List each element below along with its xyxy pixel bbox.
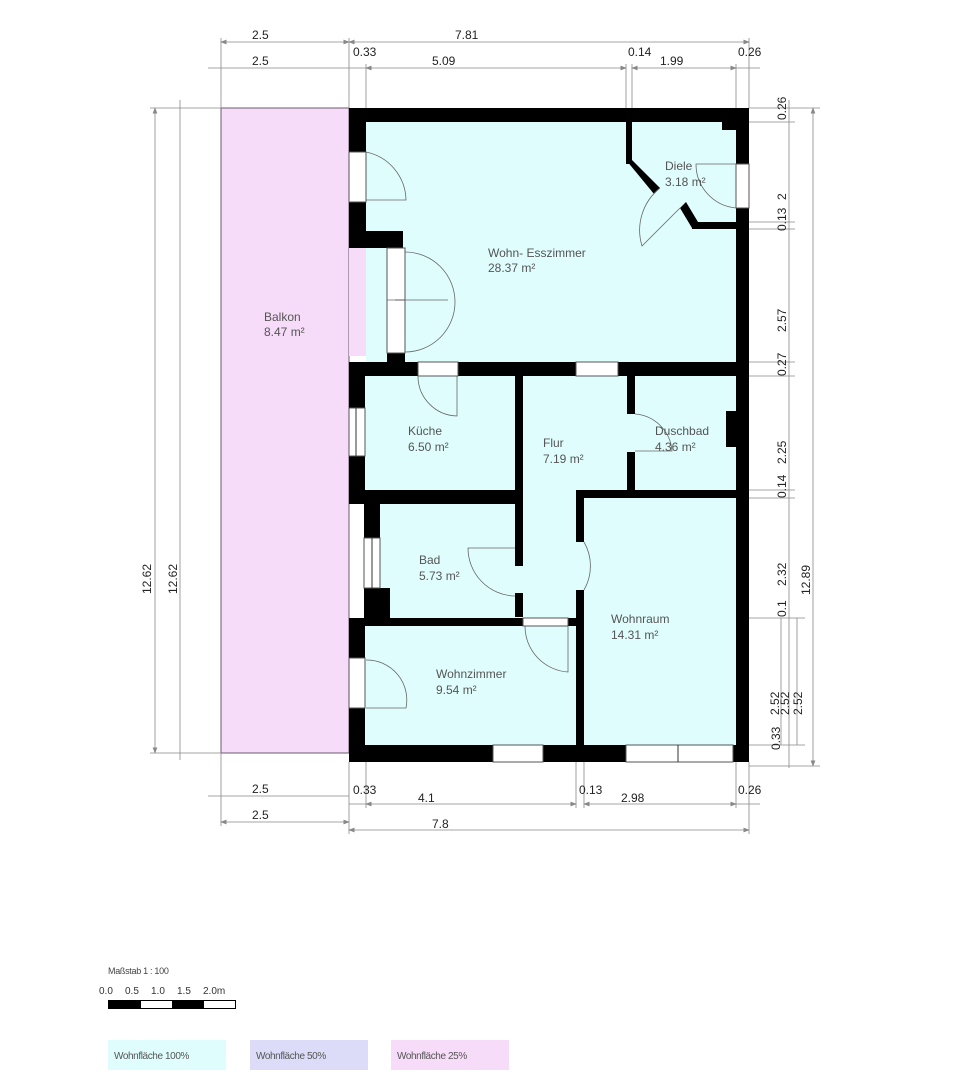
scale-title: Maßstab 1 : 100 [108,966,169,976]
svg-text:12.62: 12.62 [140,564,154,594]
legend-living-50: Wohnfläche 50% [250,1040,368,1070]
svg-text:2.52: 2.52 [778,691,792,715]
room-name-duschbad: Duschbad [655,424,709,438]
room-name-wohnzimmer: Wohnzimmer [436,667,506,681]
scale-tick: 1.5 [177,986,191,997]
room-name-bad: Bad [419,553,440,567]
dimension-lines [150,38,820,834]
svg-text:2.5: 2.5 [252,808,269,822]
svg-text:0.33: 0.33 [353,783,377,797]
svg-text:0.26: 0.26 [738,45,762,59]
svg-text:2.5: 2.5 [252,28,269,42]
room-name-wohnraum: Wohnraum [611,612,669,626]
room-area-diele: 3.18 m² [665,175,706,189]
living-area-fill [364,122,736,748]
svg-text:1.99: 1.99 [660,54,684,68]
scale-bar [108,1000,236,1009]
svg-text:0.26: 0.26 [738,783,762,797]
scale-ticks: 0.0 0.5 1.0 1.5 2.0m [99,986,229,997]
balcony-area [220,107,350,754]
svg-text:2.32: 2.32 [775,562,789,586]
legend-living-25: Wohnfläche 25% [391,1040,509,1070]
room-area-wohnraum: 14.31 m² [611,628,658,642]
svg-text:2.25: 2.25 [775,440,789,464]
svg-text:2.98: 2.98 [621,791,645,805]
room-labels: Wohn- Esszimmer 28.37 m² Diele 3.18 m² B… [264,159,709,697]
room-name-wohn-esszimmer: Wohn- Esszimmer [488,246,586,260]
svg-text:2.57: 2.57 [775,308,789,332]
svg-text:5.09: 5.09 [432,54,456,68]
room-name-balkon: Balkon [264,310,301,324]
room-name-flur: Flur [543,436,564,450]
legend-living-100: Wohnfläche 100% [108,1040,226,1070]
svg-text:2: 2 [775,193,789,200]
dimension-labels: 2.5 2.5 7.81 0.33 5.09 0.14 1.99 0.26 2.… [140,28,813,831]
svg-text:2.5: 2.5 [252,54,269,68]
svg-text:0.33: 0.33 [769,726,783,750]
svg-text:2.52: 2.52 [791,691,805,715]
room-area-kueche: 6.50 m² [408,440,449,454]
walls [349,108,749,762]
room-area-duschbad: 4.36 m² [655,440,696,454]
svg-text:0.33: 0.33 [353,45,377,59]
svg-text:12.62: 12.62 [166,564,180,594]
svg-text:0.14: 0.14 [775,474,789,498]
room-name-kueche: Küche [408,424,442,438]
room-area-flur: 7.19 m² [543,452,584,466]
svg-text:7.8: 7.8 [432,817,449,831]
room-area-bad: 5.73 m² [419,569,460,583]
svg-text:7.81: 7.81 [455,28,479,42]
svg-text:0.13: 0.13 [579,783,603,797]
svg-text:0.26: 0.26 [775,96,789,120]
room-area-wohn-esszimmer: 28.37 m² [488,261,535,275]
svg-text:2.5: 2.5 [252,782,269,796]
scale-tick: 1.0 [151,986,165,997]
svg-text:12.89: 12.89 [799,565,813,595]
svg-text:0.13: 0.13 [775,207,789,231]
scale-tick: 0.5 [125,986,139,997]
svg-text:0.27: 0.27 [775,352,789,376]
scale-tick: 0.0 [99,986,113,997]
svg-text:0.14: 0.14 [628,45,652,59]
room-area-balkon: 8.47 m² [264,325,305,339]
room-area-wohnzimmer: 9.54 m² [436,683,477,697]
door-swings [365,151,737,709]
svg-text:4.1: 4.1 [418,791,435,805]
svg-text:2.52: 2.52 [768,691,782,715]
svg-text:0.1: 0.1 [775,600,789,617]
room-name-diele: Diele [665,159,693,173]
scale-tick: 2.0m [203,986,226,997]
